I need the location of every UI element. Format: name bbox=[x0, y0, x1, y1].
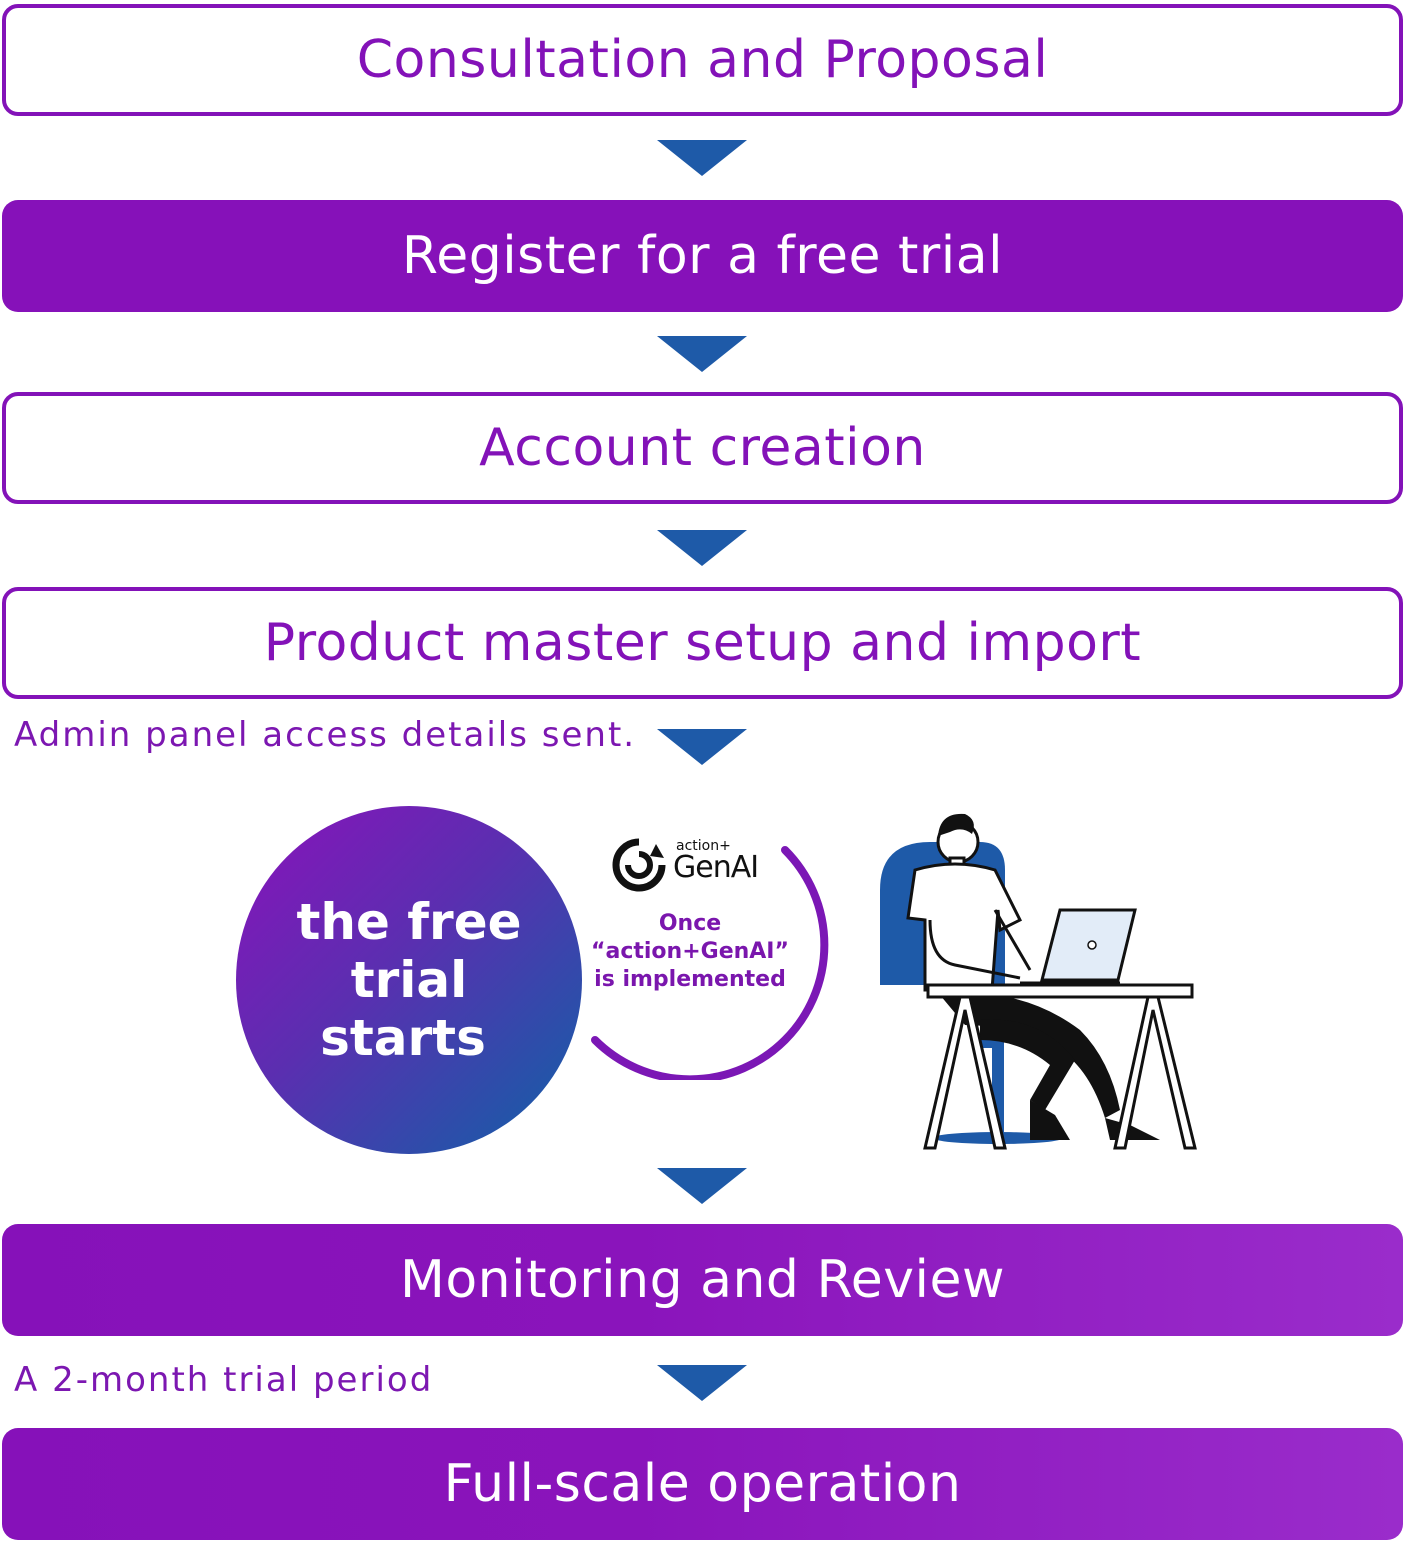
step-product-master-label: Product master setup and import bbox=[263, 613, 1142, 673]
step-product-master: Product master setup and import bbox=[2, 587, 1403, 699]
speech-bubble bbox=[563, 820, 829, 1080]
free-trial-line2: starts bbox=[320, 1009, 486, 1067]
free-trial-circle: the free trial starts bbox=[236, 806, 582, 1154]
down-arrow-icon bbox=[657, 336, 747, 372]
free-trial-line1: the free trial bbox=[296, 893, 522, 1009]
down-arrow-icon bbox=[657, 1168, 747, 1204]
bubble-text: Once “action+GenAI” is implemented bbox=[585, 910, 795, 994]
step-register: Register for a free trial bbox=[2, 200, 1403, 312]
logo-small-text: action+ bbox=[676, 838, 731, 854]
note-trial-period: A 2-month trial period bbox=[14, 1360, 434, 1400]
down-arrow-icon bbox=[657, 530, 747, 566]
down-arrow-icon bbox=[657, 140, 747, 176]
person-laptop-illustration bbox=[880, 813, 1197, 1150]
down-arrow-icon bbox=[657, 729, 747, 765]
step-account-creation-label: Account creation bbox=[479, 418, 926, 478]
step-full-scale: Full-scale operation bbox=[2, 1428, 1403, 1540]
step-monitoring-label: Monitoring and Review bbox=[400, 1250, 1005, 1310]
step-register-label: Register for a free trial bbox=[401, 226, 1004, 286]
bubble-line3: is implemented bbox=[594, 967, 786, 992]
step-consultation: Consultation and Proposal bbox=[2, 4, 1403, 116]
bubble-line1: Once bbox=[658, 911, 722, 936]
action-genai-logo-icon bbox=[612, 838, 666, 892]
down-arrow-icon bbox=[657, 1365, 747, 1401]
note-admin-access: Admin panel access details sent. bbox=[14, 715, 637, 755]
step-monitoring: Monitoring and Review bbox=[2, 1224, 1403, 1336]
bubble-line2: “action+GenAI” bbox=[591, 939, 789, 964]
step-full-scale-label: Full-scale operation bbox=[443, 1454, 962, 1514]
logo-big-text: GenAI bbox=[673, 850, 759, 885]
step-account-creation: Account creation bbox=[2, 392, 1403, 504]
step-consultation-label: Consultation and Proposal bbox=[356, 30, 1049, 90]
